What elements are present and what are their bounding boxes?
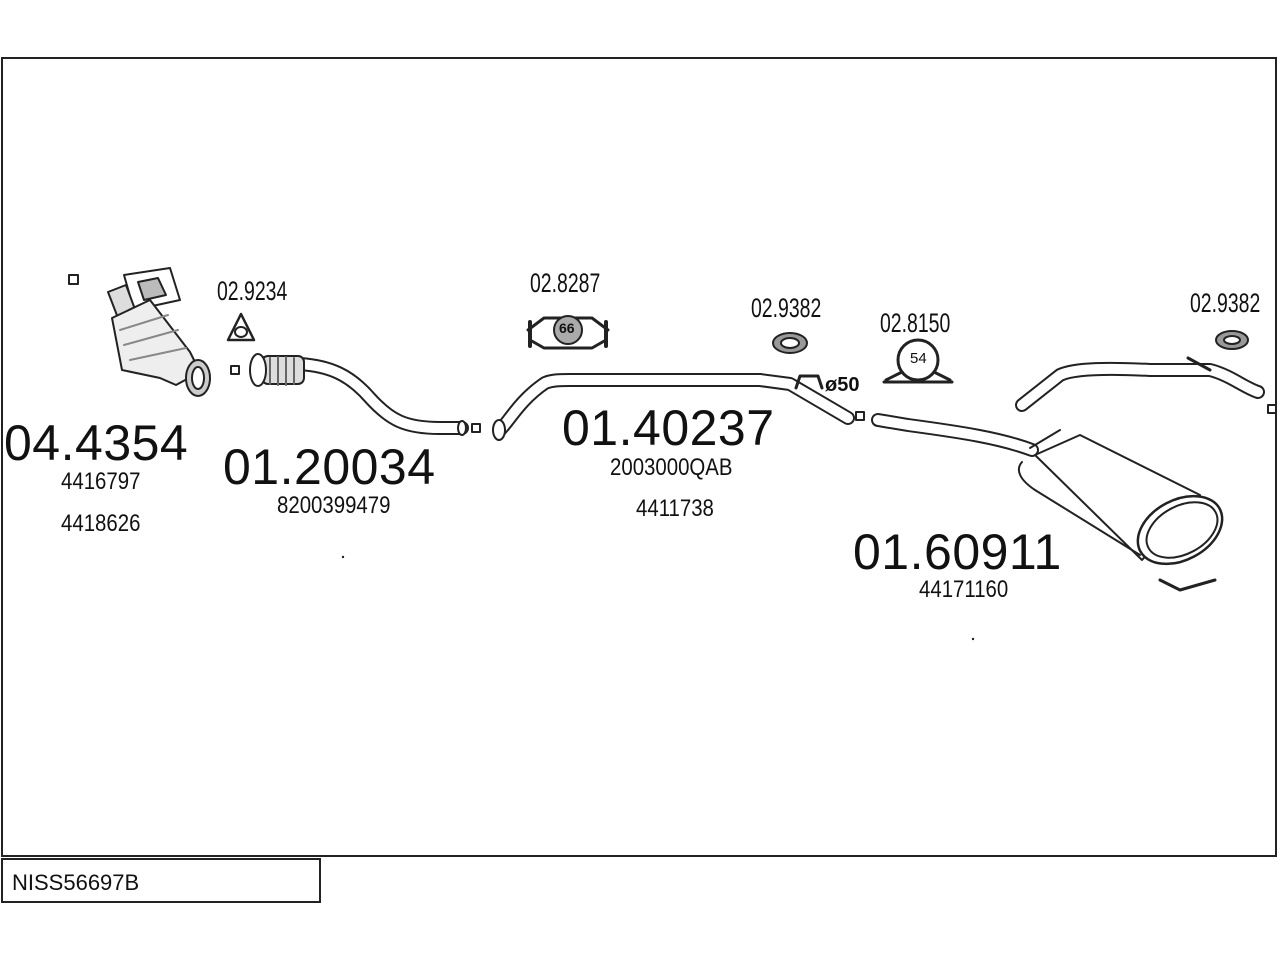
pipe-diameter-label: ø50 — [825, 374, 860, 396]
rear-silencer-ref-1: 44171160 — [919, 576, 1009, 603]
catalyst-part-number: 04.4354 — [4, 415, 189, 471]
diagram-frame — [1, 57, 1277, 857]
clamp-66-part-number: 02.8287 — [530, 268, 601, 298]
catalyst-ref-1: 4416797 — [61, 468, 141, 495]
rubber-mount-1-drawing — [772, 332, 808, 354]
rear-silencer-part-number: 01.60911 — [853, 524, 1062, 580]
centre-pipe-ref-1: 2003000QAB — [610, 454, 733, 481]
centre-pipe-ref-2: 4411738 — [636, 495, 714, 522]
centre-pipe-part-number: 01.40237 — [562, 400, 775, 456]
rear-silencer-drawing — [871, 356, 1277, 592]
catalyst-ref-2: 4418626 — [61, 510, 141, 537]
diagram-code: NISS56697B — [12, 870, 140, 895]
catalyst-drawing — [68, 267, 211, 397]
rubber-mount-2-part-number: 02.9382 — [1190, 288, 1261, 318]
gasket-drawing — [226, 312, 256, 375]
gasket-part-number: 02.9234 — [217, 276, 288, 306]
rubber-mount-1-part-number: 02.9382 — [751, 293, 822, 323]
clamp-54-size: 54 — [910, 350, 927, 367]
diagram-code-box: NISS56697B — [1, 858, 321, 903]
front-pipe-ref-1: 8200399479 — [277, 492, 391, 519]
clamp-54-part-number: 02.8150 — [880, 308, 951, 338]
centre-pipe-drawing — [492, 373, 865, 441]
clamp-54-drawing — [882, 338, 954, 384]
front-pipe-part-number: 01.20034 — [223, 439, 436, 495]
rubber-mount-2-drawing — [1215, 330, 1249, 350]
front-pipe-drawing — [249, 353, 481, 436]
clamp-66-drawing — [526, 315, 610, 350]
clamp-66-size: 66 — [559, 320, 575, 336]
